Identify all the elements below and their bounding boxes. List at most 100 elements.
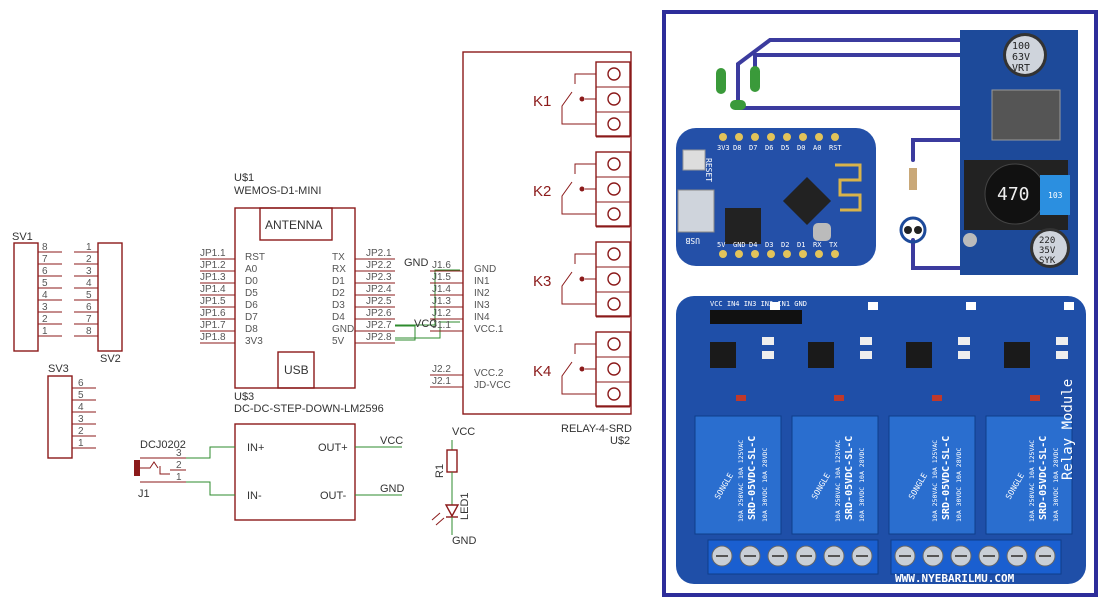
optocoupler-chip — [1004, 342, 1030, 368]
wemos-top-pin-label: D0 — [797, 144, 805, 152]
smd-resistor — [860, 351, 872, 359]
wemos-right-pin: D1 — [332, 276, 345, 287]
smd-resistor — [1056, 337, 1068, 345]
wemos-pad — [799, 250, 807, 258]
relay-j-pin: J1.2 — [432, 308, 451, 319]
wemos-left-jp: JP1.2 — [200, 260, 226, 271]
sv1-pin: 1 — [42, 326, 48, 337]
wemos-right-pin: GND — [332, 324, 354, 335]
pot-value: 103 — [1048, 191, 1063, 200]
sv2-label: SV2 — [100, 353, 121, 365]
wemos-right-jp: JP2.7 — [366, 320, 392, 331]
wemos-pad — [783, 133, 791, 141]
relay-label: K2 — [533, 183, 551, 200]
wemos-bottom-pin-label: D4 — [749, 241, 757, 249]
relay-in-pin: IN3 — [474, 300, 490, 311]
terminal-block — [890, 539, 1062, 575]
reg-out-vcc: VCC — [380, 435, 403, 447]
relay-j2-name: VCC.2 — [474, 368, 504, 379]
led-branch: VCC R1 LED1 GND — [431, 426, 477, 547]
sv1-pin: 6 — [42, 266, 48, 277]
relay-rating-label: 10A 250VAC 10A 125VAC — [737, 440, 745, 522]
wemos-pad — [751, 133, 759, 141]
smd-resistor — [860, 337, 872, 345]
relay-model-label: SRD-05VDC-SL-C — [747, 436, 758, 520]
diode — [932, 395, 942, 401]
wemos-right-jp: JP2.2 — [366, 260, 392, 271]
wemos-pad — [831, 250, 839, 258]
wemos-bottom-pin-label: RX — [813, 241, 822, 249]
smd-resistor — [958, 351, 970, 359]
relay-j-pin: J1.5 — [432, 272, 451, 283]
watermark: WWW.NYEBARILMU.COM — [895, 572, 1015, 585]
relay-j-pin: J1.1 — [432, 320, 451, 331]
pcb-view: 100 63V VRT 470 103 220 35V SYK RESET — [662, 10, 1098, 597]
wemos-top-pin-label: D8 — [733, 144, 741, 152]
relay-in-pin: IN2 — [474, 288, 490, 299]
wemos-top-pin-label: D6 — [765, 144, 773, 152]
wemos-right-jp: JP2.3 — [366, 272, 392, 283]
wemos-pad — [719, 250, 727, 258]
sv1-pin: 7 — [42, 254, 48, 265]
wemos-left-pin: D0 — [245, 276, 258, 287]
optocoupler-chip — [808, 342, 834, 368]
wemos-left-jp: JP1.3 — [200, 272, 226, 283]
sv2-pin: 8 — [86, 326, 92, 337]
indicator-led — [868, 302, 878, 310]
wemos-bottom-pin-label: D2 — [781, 241, 789, 249]
sv1-label: SV1 — [12, 231, 33, 243]
wemos-top-pin-label: RST — [829, 144, 842, 152]
sv3-pin: 6 — [78, 378, 84, 389]
regulator-symbol: IN+ IN- OUT+ OUT- VCC GND — [234, 423, 405, 521]
wemos-part: WEMOS-D1-MINI — [234, 185, 321, 197]
reg-out-gnd: GND — [380, 483, 405, 495]
jack-pin-1: 1 — [176, 472, 182, 483]
wemos-left-jp: JP1.1 — [200, 248, 226, 259]
wemos-right-pin: RX — [332, 264, 346, 275]
wemos-left-pin: D8 — [245, 324, 258, 335]
optocoupler-chip — [710, 342, 736, 368]
smd-resistor — [958, 337, 970, 345]
wemos-left-pin: 3V3 — [245, 336, 263, 347]
wemos-right-pin: D4 — [332, 312, 345, 323]
wemos-left-pin: D7 — [245, 312, 258, 323]
reg-in-plus: IN+ — [247, 442, 264, 454]
diode — [834, 395, 844, 401]
relay-part: RELAY-4-SRD — [561, 423, 632, 435]
wemos-left-jp: JP1.4 — [200, 284, 226, 295]
smd-resistor — [1056, 351, 1068, 359]
relay-contact-k1: K1 — [533, 61, 631, 138]
sv3-label: SV3 — [48, 363, 69, 375]
relay-j-pin: J1.4 — [432, 284, 451, 295]
reg-in-minus: IN- — [247, 490, 262, 502]
relay-rating-label: 10A 250VAC 10A 125VAC — [931, 440, 939, 522]
terminal-block — [707, 539, 879, 575]
relay-in-pin: VCC.1 — [474, 324, 504, 335]
relay-in-pin: IN1 — [474, 276, 490, 287]
wemos-top-pin-label: D5 — [781, 144, 789, 152]
sv1-pin: 2 — [42, 314, 48, 325]
wemos-pad — [751, 250, 759, 258]
regulator-module: 100 63V VRT 470 103 220 35V SYK — [960, 30, 1078, 275]
jack-ref: J1 — [138, 488, 150, 500]
relay-contact-k3: K3 — [533, 241, 631, 318]
wemos-right-jp: JP2.6 — [366, 308, 392, 319]
reg-out-minus: OUT- — [320, 490, 347, 502]
led-vcc: VCC — [452, 426, 475, 438]
wemos-ref: U$1 — [234, 172, 254, 184]
wemos-usb-label: USB — [685, 236, 700, 245]
net-vcc-label: VCC — [414, 318, 437, 330]
indicator-led — [770, 302, 780, 310]
relay-input-labels: VCC IN4 IN3 IN2 IN1 GND — [710, 300, 807, 308]
inductor-value: 470 — [997, 184, 1030, 205]
cap-bottom-brand: SYK — [1039, 256, 1056, 266]
wemos-pad — [735, 250, 743, 258]
sv1-pin: 3 — [42, 302, 48, 313]
